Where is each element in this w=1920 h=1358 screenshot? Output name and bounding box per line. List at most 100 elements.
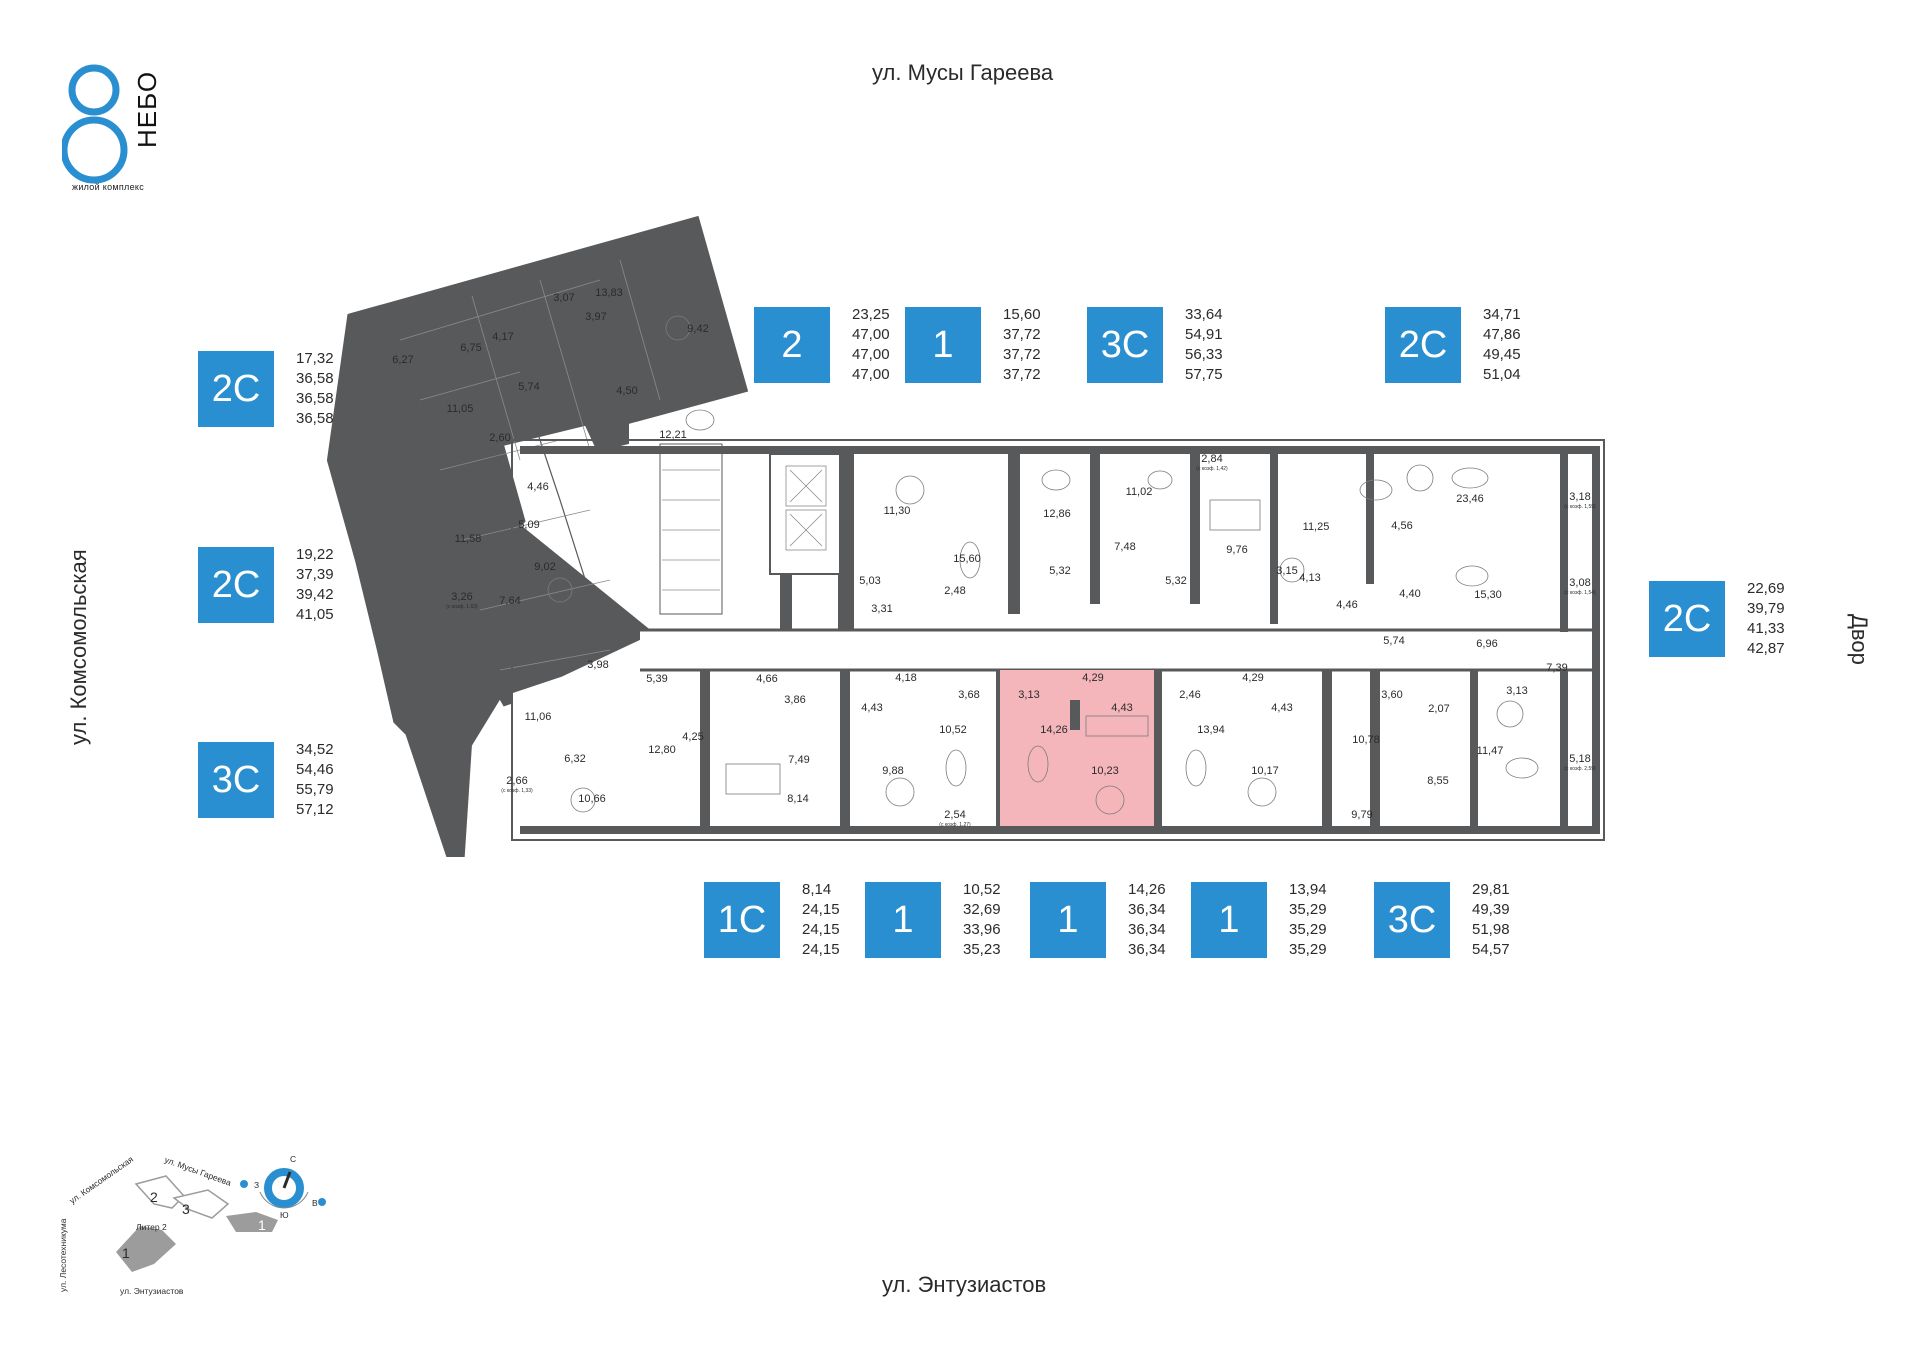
area-value: 56,33	[1185, 346, 1223, 363]
logo-mark	[60, 64, 128, 184]
room-area: 12,21	[659, 429, 687, 441]
room-area: 13,94	[1197, 724, 1225, 736]
apartment-legend[interactable]: 2С 17,32 36,58 36,58 36,58	[198, 349, 334, 429]
room-area: 11,47	[1477, 745, 1504, 757]
area-value: 10,52	[963, 881, 1001, 898]
apartment-type-badge: 2С	[1385, 307, 1461, 383]
apartment-legend[interactable]: 3С 33,64 54,91 56,33 57,75	[1087, 305, 1223, 385]
room-area: 5,03	[859, 575, 880, 587]
room-area: 11,25	[1303, 521, 1330, 533]
area-value: 42,87	[1747, 640, 1785, 657]
room-area: 3,18	[1569, 491, 1590, 503]
room-area: 10,52	[939, 724, 967, 736]
room-area: 13,83	[595, 287, 623, 299]
room-area: 3,86	[784, 694, 805, 706]
area-value: 14,26	[1128, 881, 1166, 898]
room-area: 9,02	[534, 561, 555, 573]
room-area: 3,26	[451, 591, 472, 603]
room-area: 4,43	[1111, 702, 1132, 714]
apartment-type-badge: 2	[754, 307, 830, 383]
area-value: 35,29	[1289, 921, 1327, 938]
apartment-areas: 14,26 36,34 36,34 36,34	[1128, 880, 1166, 960]
apartment-type-badge: 1С	[704, 882, 780, 958]
apartment-legend[interactable]: 1 14,26 36,34 36,34 36,34	[1030, 880, 1166, 960]
room-area: 8,14	[787, 793, 808, 805]
apartment-legend[interactable]: 1 10,52 32,69 33,96 35,23	[865, 880, 1001, 960]
room-area: 9,76	[1226, 544, 1247, 556]
room-coef-note: (с коэф. 2,59)	[1564, 766, 1596, 772]
area-value: 37,72	[1003, 346, 1041, 363]
apartment-areas: 29,81 49,39 51,98 54,57	[1472, 880, 1510, 960]
room-area: 4,29	[1082, 672, 1103, 684]
apartment-areas: 22,69 39,79 41,33 42,87	[1747, 579, 1785, 659]
logo: НЕБО жилой комплекс	[60, 62, 172, 202]
area-value: 49,45	[1483, 346, 1521, 363]
apartment-legend[interactable]: 3С 34,52 54,46 55,79 57,12	[198, 740, 334, 820]
room-area: 3,68	[958, 689, 979, 701]
area-value: 49,39	[1472, 901, 1510, 918]
apartment-legend[interactable]: 2 23,25 47,00 47,00 47,00	[754, 305, 890, 385]
apartment-areas: 34,52 54,46 55,79 57,12	[296, 740, 334, 820]
apartment-areas: 13,94 35,29 35,29 35,29	[1289, 880, 1327, 960]
area-value: 39,79	[1747, 600, 1785, 617]
room-area: 9,88	[882, 765, 903, 777]
apartment-legend[interactable]: 3С 29,81 49,39 51,98 54,57	[1374, 880, 1510, 960]
room-area: 3,13	[1506, 685, 1527, 697]
room-area: 5,18	[1569, 753, 1590, 765]
apartment-type-badge: 1	[905, 307, 981, 383]
room-area: 4,18	[895, 672, 916, 684]
room-area: 3,97	[585, 311, 606, 323]
area-value: 19,22	[296, 546, 334, 563]
apartment-legend[interactable]: 1С 8,14 24,15 24,15 24,15	[704, 880, 840, 960]
room-area: 4,46	[1336, 599, 1357, 611]
room-labels: 13,83 3,07 9,42 6,75 4,17 6,27 3,97 5,74…	[392, 287, 1596, 828]
apartment-legend[interactable]: 2С 19,22 37,39 39,42 41,05	[198, 545, 334, 625]
apartment-type-badge: 1	[1191, 882, 1267, 958]
area-value: 24,15	[802, 921, 840, 938]
room-area: 5,32	[1165, 575, 1186, 587]
room-area: 5,32	[1049, 565, 1070, 577]
area-value: 36,58	[296, 390, 334, 407]
highlighted-apartment	[1000, 670, 1154, 826]
room-area: 10,23	[1091, 765, 1119, 777]
area-value: 36,34	[1128, 921, 1166, 938]
room-coef-note: (с коэф. 1,63)	[446, 604, 478, 610]
room-area: 4,50	[616, 385, 637, 397]
key-section-1: 1	[122, 1245, 130, 1261]
room-area: 10,17	[1251, 765, 1279, 777]
apartment-areas: 33,64 54,91 56,33 57,75	[1185, 305, 1223, 385]
room-area: 23,46	[1456, 493, 1484, 505]
room-area: 4,43	[861, 702, 882, 714]
apartment-type-badge: 3С	[1087, 307, 1163, 383]
area-value: 36,34	[1128, 901, 1166, 918]
room-coef-note: (с коэф. 1,42)	[1196, 466, 1228, 472]
street-top: ул. Мусы Гареева	[872, 60, 1054, 85]
compass-n: С	[290, 1154, 296, 1164]
room-area: 2,07	[1428, 703, 1449, 715]
key-litera: Литер 2	[136, 1222, 167, 1232]
key-street-left-b: ул. Лесотехникума	[58, 1218, 68, 1292]
area-value: 47,00	[852, 346, 890, 363]
room-area: 10,78	[1352, 734, 1380, 746]
key-street-bottom: ул. Энтузиастов	[120, 1286, 184, 1296]
room-area: 12,80	[648, 744, 676, 756]
room-area: 11,06	[525, 711, 552, 723]
apartment-type-badge: 2С	[198, 351, 274, 427]
apartment-legend[interactable]: 1 15,60 37,72 37,72 37,72	[905, 305, 1041, 385]
room-area: 3,60	[1381, 689, 1402, 701]
room-area: 4,56	[1391, 520, 1412, 532]
area-value: 41,33	[1747, 620, 1785, 637]
room-area: 5,39	[646, 673, 667, 685]
apartment-legend[interactable]: 2С 22,69 39,79 41,33 42,87	[1649, 579, 1785, 659]
room-area: 4,40	[1399, 588, 1420, 600]
room-area: 4,17	[492, 331, 513, 343]
apartment-legend[interactable]: 2С 34,71 47,86 49,45 51,04	[1385, 305, 1521, 385]
apartment-legend[interactable]: 1 13,94 35,29 35,29 35,29	[1191, 880, 1327, 960]
room-area: 6,75	[460, 342, 481, 354]
key-legend-section: 1	[258, 1217, 266, 1233]
room-area: 3,15	[1276, 565, 1297, 577]
room-area: 7,48	[1114, 541, 1135, 553]
area-value: 32,69	[963, 901, 1001, 918]
room-area: 14,26	[1040, 724, 1068, 736]
